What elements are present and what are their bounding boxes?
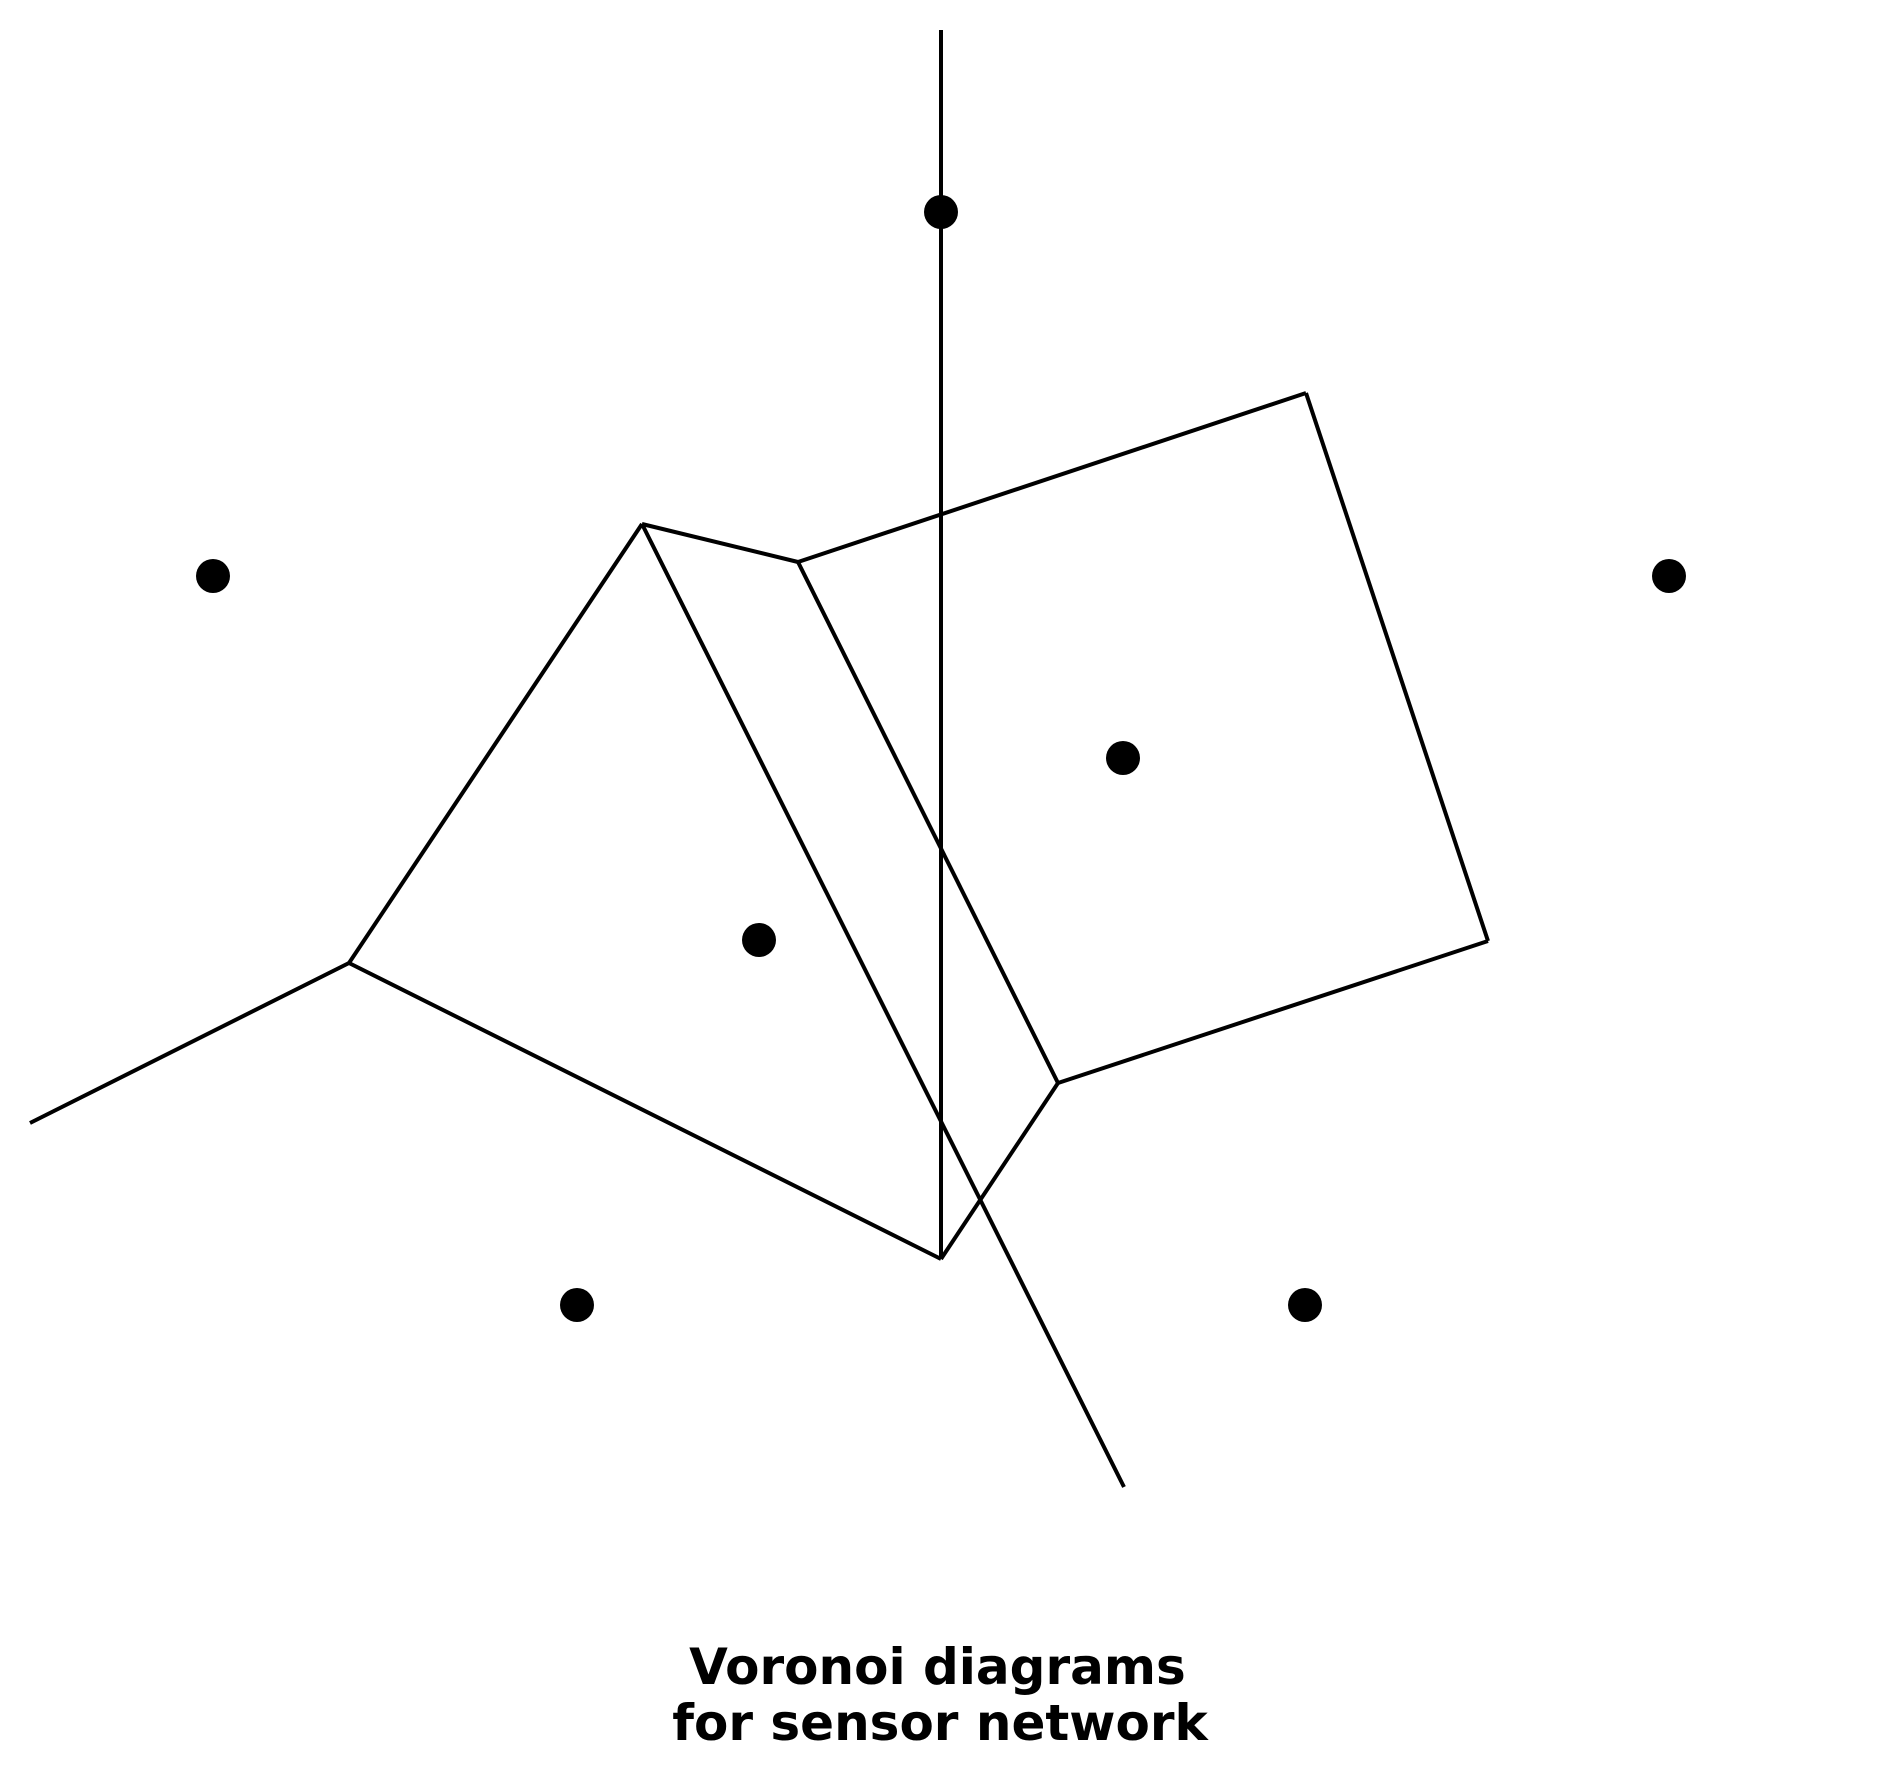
diagram-title: Voronoi diagrams for sensor network — [672, 1638, 1209, 1752]
voronoi-edges — [29, 30, 1490, 1488]
edge-lower-connector — [939, 1081, 1060, 1261]
edge-square-bottom — [1057, 939, 1489, 1085]
edge-cell-top-small — [641, 522, 799, 564]
edge-cell-bottom-left — [348, 961, 942, 1261]
edge-long-diagonal — [640, 523, 1126, 1488]
sensor-left — [196, 559, 230, 593]
sensor-center-left — [742, 923, 776, 957]
diagram-title-line-1: Voronoi diagrams — [689, 1638, 1186, 1696]
edge-left-ray — [29, 961, 350, 1125]
sensor-top-center — [924, 195, 958, 229]
sensor-right — [1652, 559, 1686, 593]
edge-cell-top-left — [347, 522, 644, 965]
sensor-nodes — [196, 195, 1686, 1322]
edge-square-top — [797, 391, 1307, 564]
edge-square-right — [1304, 392, 1490, 942]
edge-square-left — [796, 561, 1060, 1084]
sensor-bottom-right — [1288, 1288, 1322, 1322]
sensor-center-right — [1106, 741, 1140, 775]
sensor-bottom-left — [560, 1288, 594, 1322]
diagram-title-line-2: for sensor network — [672, 1694, 1209, 1752]
